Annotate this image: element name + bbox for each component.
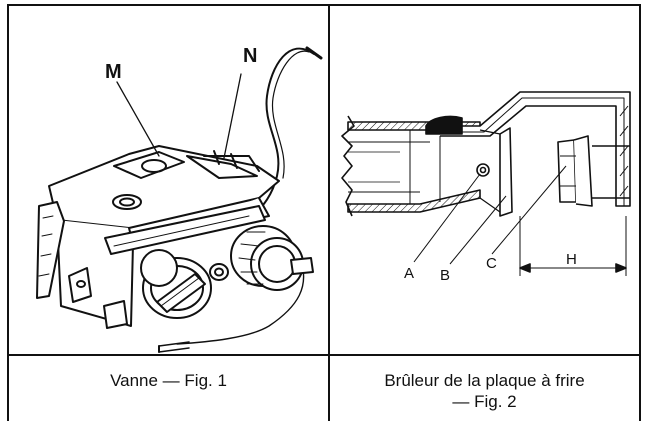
label-b: B — [440, 267, 450, 284]
burner-illustration-panel: A B C H — [330, 6, 639, 354]
label-h: H — [566, 251, 577, 268]
figure2-caption-line2: — Fig. 2 — [452, 392, 517, 411]
figure1-caption: Vanne — Fig. 1 — [110, 371, 227, 390]
valve-illustration-panel: M N — [9, 6, 328, 354]
burner-drawing: A B C H — [341, 91, 631, 284]
valve-drawing: M N — [36, 45, 323, 353]
table-column-divider — [328, 4, 330, 421]
table-row-divider — [7, 354, 641, 356]
label-a: A — [404, 265, 414, 282]
figure2-caption-line1: Brûleur de la plaque à frire — [384, 371, 585, 390]
figure-table: M N — [7, 4, 641, 421]
label-m: M — [105, 61, 122, 83]
table-border-left — [7, 4, 9, 421]
table-border-right — [639, 4, 641, 421]
label-n: N — [243, 45, 257, 67]
table-border-top — [7, 4, 641, 6]
label-c: C — [486, 255, 497, 272]
figure2-caption: Brûleur de la plaque à frire — Fig. 2 — [330, 370, 639, 412]
